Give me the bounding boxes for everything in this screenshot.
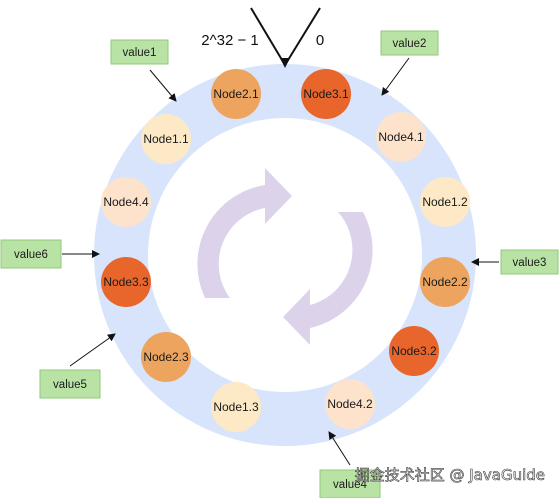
value-box [0, 239, 62, 269]
node-node2-2: Node2.2 [420, 257, 470, 307]
node-circle [141, 114, 191, 164]
node-label: Node4.1 [378, 130, 424, 144]
node-circle [325, 379, 375, 429]
value-value4: value4 [319, 431, 381, 498]
node-label: Node1.2 [422, 195, 468, 209]
node-node2-1: Node2.1 [211, 69, 261, 119]
node-circle [420, 177, 470, 227]
value-arrow [381, 57, 410, 96]
node-label: Node1.3 [213, 400, 259, 414]
node-node2-3: Node2.3 [141, 332, 191, 382]
cycle-arrows-icon [197, 168, 373, 345]
node-node4-1: Node4.1 [376, 112, 426, 162]
node-circle [101, 177, 151, 227]
value-value2: value2 [380, 30, 439, 96]
node-circle [376, 112, 426, 162]
node-label: Node2.1 [213, 87, 259, 101]
value-label: value1 [123, 47, 157, 59]
value-box [380, 30, 439, 56]
node-circle [389, 326, 439, 376]
value-box [110, 39, 169, 65]
node-circle [301, 69, 351, 119]
node-label: Node2.3 [143, 350, 189, 364]
node-circle [101, 257, 151, 307]
zero-hash-label: 0 [316, 32, 324, 49]
node-node4-2: Node4.2 [325, 379, 375, 429]
node-label: Node3.2 [391, 344, 437, 358]
value-arrow [149, 69, 177, 102]
node-circle [211, 69, 261, 119]
node-label: Node4.2 [327, 397, 373, 411]
node-label: Node3.3 [103, 275, 149, 289]
value-value5: value5 [39, 333, 116, 399]
range-pointer-tip [280, 58, 290, 68]
value-value6: value6 [0, 239, 100, 269]
node-node3-2: Node3.2 [389, 326, 439, 376]
node-circle [211, 382, 261, 432]
node-node3-1: Node3.1 [301, 69, 351, 119]
value-label: value2 [393, 38, 427, 50]
value-arrow [69, 333, 116, 367]
value-label: value3 [513, 257, 547, 269]
value-label: value4 [333, 479, 367, 491]
value-box [500, 249, 559, 275]
value-value3: value3 [471, 249, 559, 275]
node-node1-3: Node1.3 [211, 382, 261, 432]
value-label: value5 [53, 379, 87, 391]
value-box [319, 469, 381, 498]
node-label: Node2.2 [422, 275, 468, 289]
node-label: Node1.1 [143, 132, 189, 146]
node-node1-1: Node1.1 [141, 114, 191, 164]
node-node4-4: Node4.4 [101, 177, 151, 227]
max-hash-label: 2^32 − 1 [201, 32, 259, 49]
hash-ring [94, 64, 476, 446]
range-pointer-right [284, 7, 321, 66]
node-label: Node3.1 [303, 87, 349, 101]
node-node1-2: Node1.2 [420, 177, 470, 227]
value-label: value6 [14, 249, 48, 261]
node-node3-3: Node3.3 [101, 257, 151, 307]
node-label: Node4.4 [103, 195, 149, 209]
node-circle [420, 257, 470, 307]
value-arrow [328, 431, 351, 466]
value-box [39, 369, 101, 399]
watermark: 掘金技术社区 @ JavaGuide [355, 466, 545, 484]
node-circle [141, 332, 191, 382]
value-value1: value1 [110, 39, 177, 102]
range-pointer-left [250, 7, 286, 66]
